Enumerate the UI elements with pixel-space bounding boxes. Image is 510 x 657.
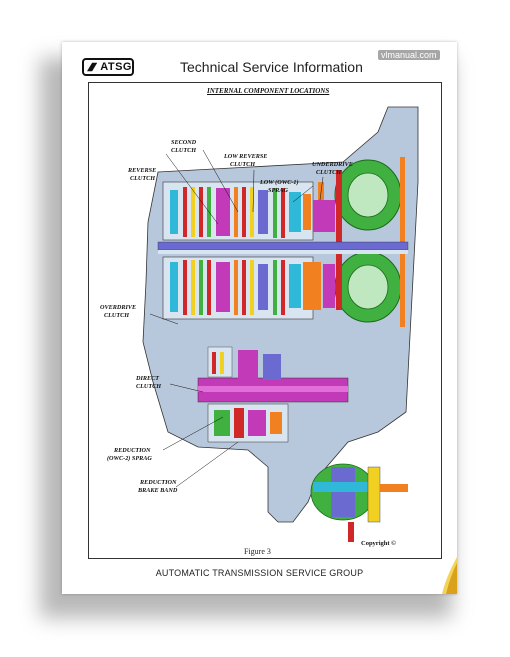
input-shaft xyxy=(157,241,409,251)
label-reduction-owc2-sprag: REDUCTION(OWC-2) SPRAG xyxy=(107,447,152,462)
copyright-notice: Copyright © xyxy=(361,540,397,547)
diagram-title: INTERNAL COMPONENT LOCATIONS xyxy=(207,87,330,95)
diagram-frame xyxy=(88,82,442,559)
label-low-owc1-sprag: LOW (OWC-1)SPRAG xyxy=(259,179,299,194)
document-page: ATSG Technical Service Information vlman… xyxy=(62,42,457,594)
logo-mark-icon xyxy=(87,62,98,72)
figure-caption: Figure 3 xyxy=(244,547,271,556)
page-curl-icon xyxy=(442,557,457,594)
footer-group-name: AUTOMATIC TRANSMISSION SERVICE GROUP xyxy=(155,568,364,578)
atsg-logo: ATSG xyxy=(82,58,134,76)
watermark: vlmanual.com xyxy=(378,50,440,60)
logo-text: ATSG xyxy=(100,61,132,73)
document-title: Technical Service Information xyxy=(180,59,363,75)
